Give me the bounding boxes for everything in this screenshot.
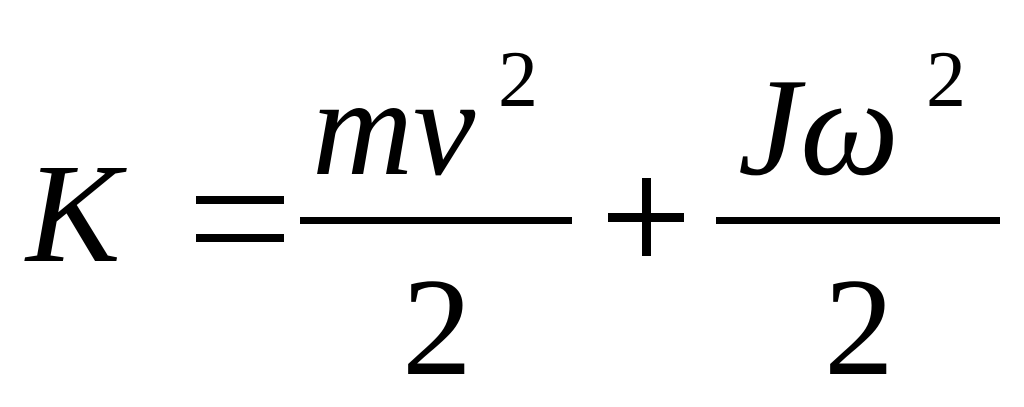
term1-exponent: 2 [498, 36, 538, 124]
term2-numerator: Jω [738, 50, 899, 205]
term2-exponent: 2 [926, 36, 966, 124]
term1-numerator: mv [312, 50, 476, 205]
term1-fraction-bar [300, 217, 572, 224]
lhs-symbol: K [26, 134, 121, 292]
equals-sign: = [196, 196, 284, 244]
term2-denominator: 2 [824, 250, 894, 405]
plus-sign: + [608, 178, 684, 256]
term2-fraction-bar [716, 217, 1000, 224]
term1-denominator: 2 [402, 250, 472, 405]
